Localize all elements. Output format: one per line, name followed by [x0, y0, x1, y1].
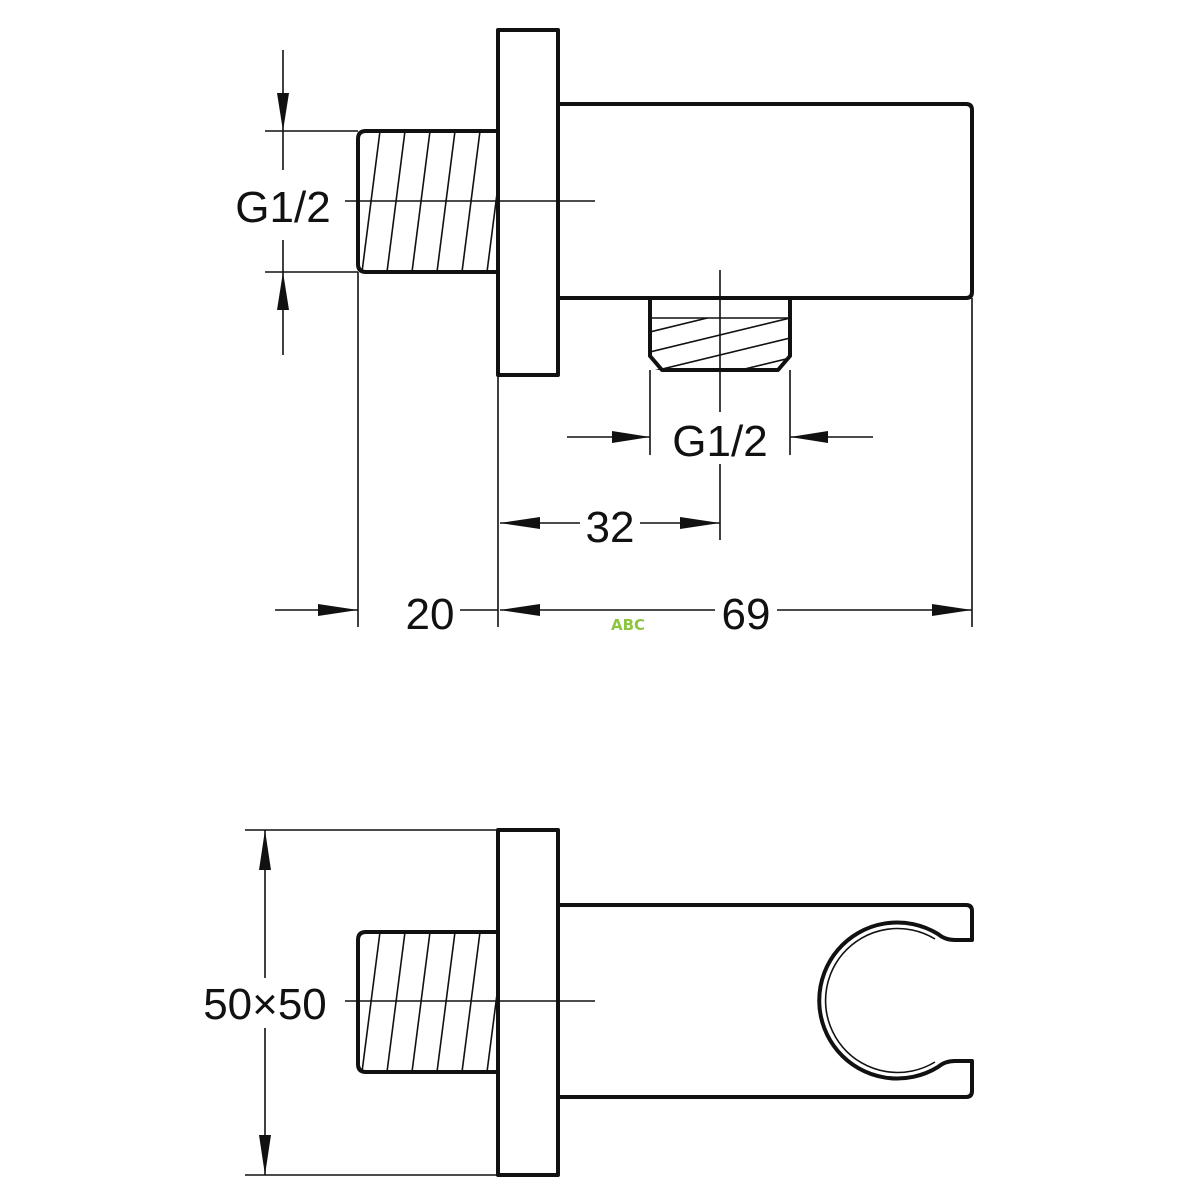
inlet-thread [356, 930, 498, 1074]
flange [496, 28, 560, 377]
outlet-thread-label: G1/2 [672, 417, 767, 466]
top-view-with-holder: 50×50 [203, 828, 974, 1177]
body-length-label: 69 [722, 590, 771, 639]
outlet-thread-dimension: G1/2 [567, 370, 873, 466]
length-dimensions: 20 69 [275, 272, 973, 639]
flange-size-dimension: 50×50 [203, 829, 498, 1176]
side-view: G1/2 G1/2 32 [235, 28, 974, 639]
outlet-offset-dimension: 32 [500, 500, 720, 552]
inlet-thread-dimension: G1/2 [235, 50, 358, 355]
watermark: ABC [611, 616, 645, 634]
body [558, 102, 974, 300]
thread-length-label: 20 [406, 590, 455, 639]
holder-inner-edge [824, 927, 936, 1074]
flange-size-label: 50×50 [203, 980, 327, 1029]
inlet-thread-label: G1/2 [235, 183, 330, 232]
hand-shower-holder [558, 903, 974, 1099]
flange [496, 828, 560, 1177]
outlet-offset-label: 32 [586, 503, 635, 552]
